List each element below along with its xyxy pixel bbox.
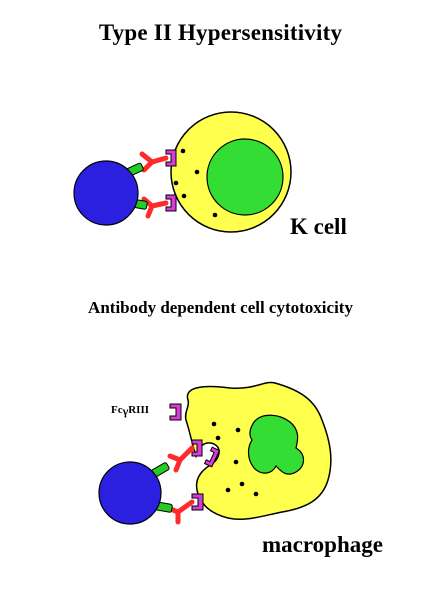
macrophage-nucleus [247,414,305,475]
k-cell-nucleus [206,138,284,216]
fc-label-gamma: γ [122,404,129,418]
macrophage-fc-receptor-labeled [169,403,182,421]
macrophage-granules [211,421,259,497]
k-cell-fc-receptor-upper [165,149,177,167]
macrophage-panel [98,381,332,525]
k-cell-granules [173,148,218,218]
macrophage-fc-receptor-notch [203,446,221,468]
macrophage-fc-receptor-lower [191,493,204,511]
fc-label-prefix: Fc [111,404,123,416]
k-cell-label: K cell [290,214,347,239]
macrophage-fc-receptor-upper [191,439,203,457]
adcc-subtitle: Antibody dependent cell cytotoxicity [88,298,353,317]
k-cell-fc-receptor-lower [165,194,177,212]
fc-label-suffix: RIII [128,404,150,416]
k-cell-target-cell [73,160,139,226]
macrophage-antibody-upper [167,445,195,473]
k-cell-antibody-lower [141,196,169,219]
k-cell-panel [73,111,292,233]
macrophage-label: macrophage [262,532,383,557]
k-cell-antibody-upper [139,151,169,173]
macrophage-target-cell [98,461,162,525]
page-title: Type II Hypersensitivity [98,20,343,45]
fc-gamma-riii-label: FcγRIII [111,402,150,418]
